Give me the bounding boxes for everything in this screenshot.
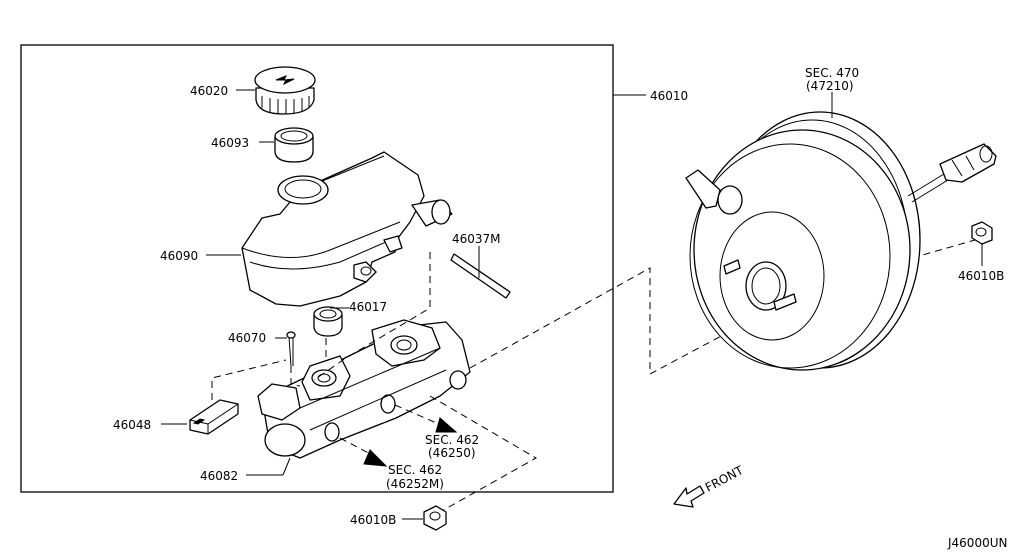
label-sec462b-1: SEC. 462 [388, 463, 442, 477]
reservoir-cap [254, 66, 316, 115]
label-sec470-2: (47210) [806, 79, 854, 93]
cap-seal [274, 127, 314, 163]
label-assembly: 46010 [650, 89, 688, 103]
small-pin [286, 331, 296, 367]
nut-right [971, 221, 993, 245]
brake-line-arrows [339, 404, 458, 467]
pin [450, 253, 511, 299]
assembly-frame [20, 44, 614, 493]
brake-booster [685, 111, 997, 371]
level-switch [189, 399, 239, 435]
label-grommet: 46017 [349, 300, 387, 314]
label-sec462a-1: SEC. 462 [425, 433, 479, 447]
master-cylinder [257, 319, 471, 459]
label-nut-right: 46010B [958, 269, 1004, 283]
label-pin: 46037M [452, 232, 501, 246]
label-small-pin: 46070 [228, 331, 266, 345]
label-sec470-1: SEC. 470 [805, 66, 859, 80]
label-cylinder: 46082 [200, 469, 238, 483]
front-arrow [673, 485, 705, 508]
label-level-switch: 46048 [113, 418, 151, 432]
label-sec462b-2: (46252M) [386, 477, 444, 491]
label-nut-bottom: 46010B [350, 513, 396, 527]
reservoir-tank [241, 151, 453, 307]
label-reservoir-cap: 46020 [190, 84, 228, 98]
nut-bottom [423, 505, 447, 531]
diagram-code: J46000UN [947, 536, 1007, 550]
label-front: FRONT [703, 463, 746, 495]
label-sec462a-2: (46250) [428, 446, 476, 460]
label-reservoir-tank: 46090 [160, 249, 198, 263]
label-cap-seal: 46093 [211, 136, 249, 150]
grommet [313, 306, 343, 337]
